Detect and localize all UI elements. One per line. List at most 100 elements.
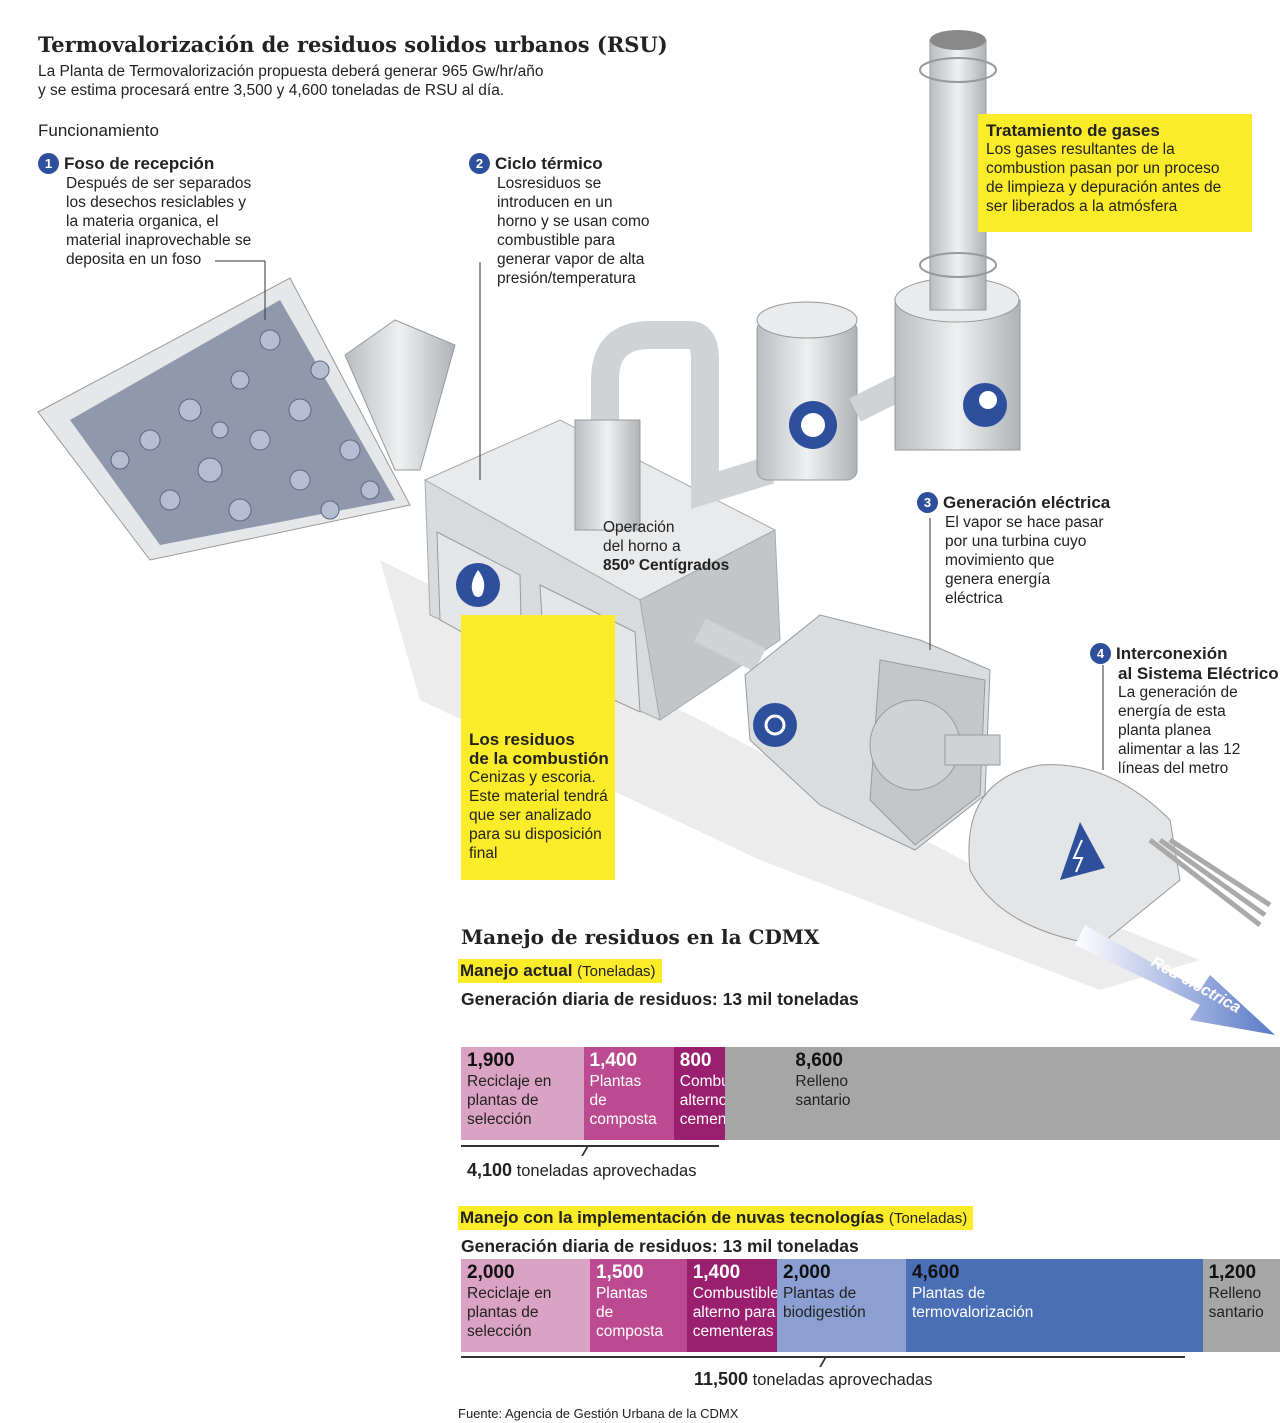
segment-label: selección <box>467 1323 532 1340</box>
segment-label: Combustible <box>692 1285 779 1302</box>
segment-label: alterno para <box>692 1304 776 1321</box>
step-text: introducen en un <box>497 194 613 211</box>
chart-title: Manejo con la implementación de nuvas te… <box>460 1208 885 1227</box>
step-text: líneas del metro <box>1118 760 1229 777</box>
segment-label: alterno para <box>679 1092 763 1109</box>
segment-value: 1,400 <box>589 1050 638 1071</box>
segment-label: de <box>595 1304 614 1321</box>
chart-unit: (Toneladas) <box>577 963 656 980</box>
step-text: por una turbina cuyo <box>945 533 1087 550</box>
step-number: 1 <box>38 153 59 174</box>
step-text: genera energía <box>945 571 1051 588</box>
segment-value: 800 <box>679 1050 712 1071</box>
step-title: Interconexión <box>1116 644 1228 663</box>
segment-value: 2,000 <box>782 1262 831 1283</box>
chart-1-subtitle: Generación diaria de residuos: 13 mil to… <box>461 989 859 1009</box>
lightning-icon <box>1060 822 1105 880</box>
segment-label: Plantas <box>595 1285 648 1302</box>
segment-label: santario <box>1208 1304 1264 1321</box>
step-number: 3 <box>917 492 938 513</box>
step-number: 2 <box>469 153 490 174</box>
segment-label: plantas de <box>467 1092 539 1109</box>
segment-value: 4,600 <box>911 1262 960 1283</box>
subtitle-line: La Planta de Termovalorización propuesta… <box>38 63 544 80</box>
segment-value: 1,900 <box>467 1050 515 1071</box>
note-text: ser liberados a la atmósfera <box>986 198 1178 215</box>
chimney <box>894 30 1021 451</box>
note-text: Los gases resultantes de la <box>986 141 1175 158</box>
segment-label: Relleno <box>795 1073 848 1090</box>
note-text: Operación <box>603 519 675 536</box>
step-title: Generación eléctrica <box>943 493 1111 512</box>
source-note: Fuente: Agencia de Gestión Urbana de la … <box>458 1406 739 1421</box>
segment-label: Reciclaje en <box>467 1285 552 1302</box>
step-text: los desechos resiclables y <box>66 194 247 211</box>
reception-pit <box>37 260 411 561</box>
segment-label: de <box>589 1092 607 1109</box>
steam-pipe <box>591 321 775 509</box>
step-text: horno y se usan como <box>497 213 650 230</box>
section-label: Funcionamiento <box>38 121 159 140</box>
segment-label: selección <box>467 1111 532 1128</box>
page-title: Termovalorización de residuos solidos ur… <box>38 32 668 57</box>
brace-pointer <box>581 1146 599 1156</box>
step-text: movimiento que <box>945 552 1055 569</box>
segment-label: cementeras <box>692 1323 774 1340</box>
segment-label: Combustible <box>679 1073 766 1090</box>
subtitle-line: y se estima procesará entre 3,500 y 4,60… <box>38 82 505 99</box>
step-text: eléctrica <box>945 590 1003 607</box>
step-text: generar vapor de alta <box>497 251 645 268</box>
note-text: Este material tendrá <box>469 788 608 805</box>
subtitle: La Planta de Termovalorización propuesta… <box>38 62 638 100</box>
segment-label: Relleno <box>1208 1285 1262 1302</box>
segment-label: Plantas <box>589 1073 642 1090</box>
segment-value: 1,500 <box>595 1262 644 1283</box>
segment-label: santario <box>795 1092 851 1109</box>
step-text: la materia organica, el <box>66 213 219 230</box>
segment-value: 8,600 <box>795 1050 843 1071</box>
step-text: La generación de <box>1118 684 1238 701</box>
note-text: 850º Centígrados <box>603 557 730 574</box>
total-label: toneladas aprovechadas <box>516 1162 697 1180</box>
chart-1-title: Manejo actual (Toneladas) <box>458 959 662 983</box>
gas-scrubber <box>756 301 858 481</box>
step-title: Foso de recepción <box>64 154 215 173</box>
segment-label: Plantas de <box>911 1285 986 1302</box>
section-title: Manejo de residuos en la CDMX <box>461 925 820 949</box>
note-text: del horno a <box>603 538 681 555</box>
boiler-column <box>574 419 641 531</box>
segment-value: 2,000 <box>467 1262 515 1283</box>
segment-label: cementeras <box>679 1111 761 1128</box>
segment-label: composta <box>589 1111 657 1128</box>
chart-2-subtitle: Generación diaria de residuos: 13 mil to… <box>461 1236 859 1256</box>
turbine <box>694 518 1001 851</box>
combustion-residues-note: Los residuos de la combustión Cenizas y … <box>461 615 615 880</box>
chart-1-total: 4,100 toneladas aprovechadas <box>467 1160 696 1181</box>
chart-1-brace <box>461 1145 719 1147</box>
note-text: para su disposición <box>469 826 602 843</box>
segment-label: plantas de <box>467 1304 539 1321</box>
segment-value: 1,200 <box>1208 1262 1257 1283</box>
note-title: de la combustión <box>469 749 609 768</box>
step-number: 4 <box>1090 643 1111 664</box>
step-text: presión/temperatura <box>497 270 636 287</box>
chart-2-total: 11,500 toneladas aprovechadas <box>694 1369 932 1390</box>
step-text: El vapor se hace pasar <box>945 514 1104 531</box>
chart-2-title: Manejo con la implementación de nuvas te… <box>458 1206 974 1230</box>
brace-pointer <box>819 1357 837 1367</box>
step-text: energía de esta <box>1118 703 1226 720</box>
segment-value: 1,400 <box>692 1262 741 1283</box>
note-title: Tratamiento de gases <box>986 121 1160 140</box>
segment-label: biodigestión <box>782 1304 866 1321</box>
